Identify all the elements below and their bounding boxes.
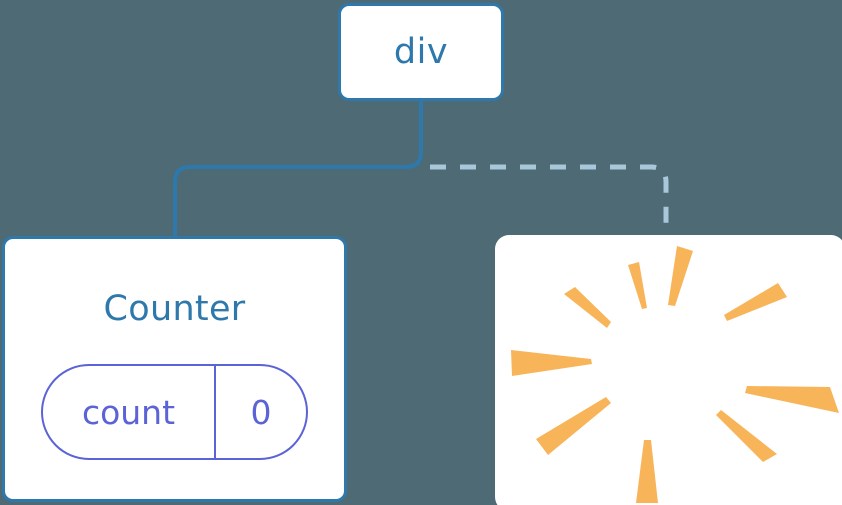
sparkle-burst-icon (511, 246, 839, 503)
edge-div-to-burst (430, 164, 669, 236)
div-node[interactable]: div (338, 3, 504, 101)
state-value: 0 (250, 392, 272, 432)
counter-node[interactable]: Counter count 0 (2, 236, 347, 502)
edge-div-to-counter (173, 101, 423, 237)
state-key: count (43, 366, 216, 458)
burst-node[interactable] (495, 235, 842, 505)
counter-node-label: Counter (103, 289, 246, 329)
div-node-label: div (393, 31, 449, 72)
counter-state-pill[interactable]: count 0 (41, 364, 308, 460)
